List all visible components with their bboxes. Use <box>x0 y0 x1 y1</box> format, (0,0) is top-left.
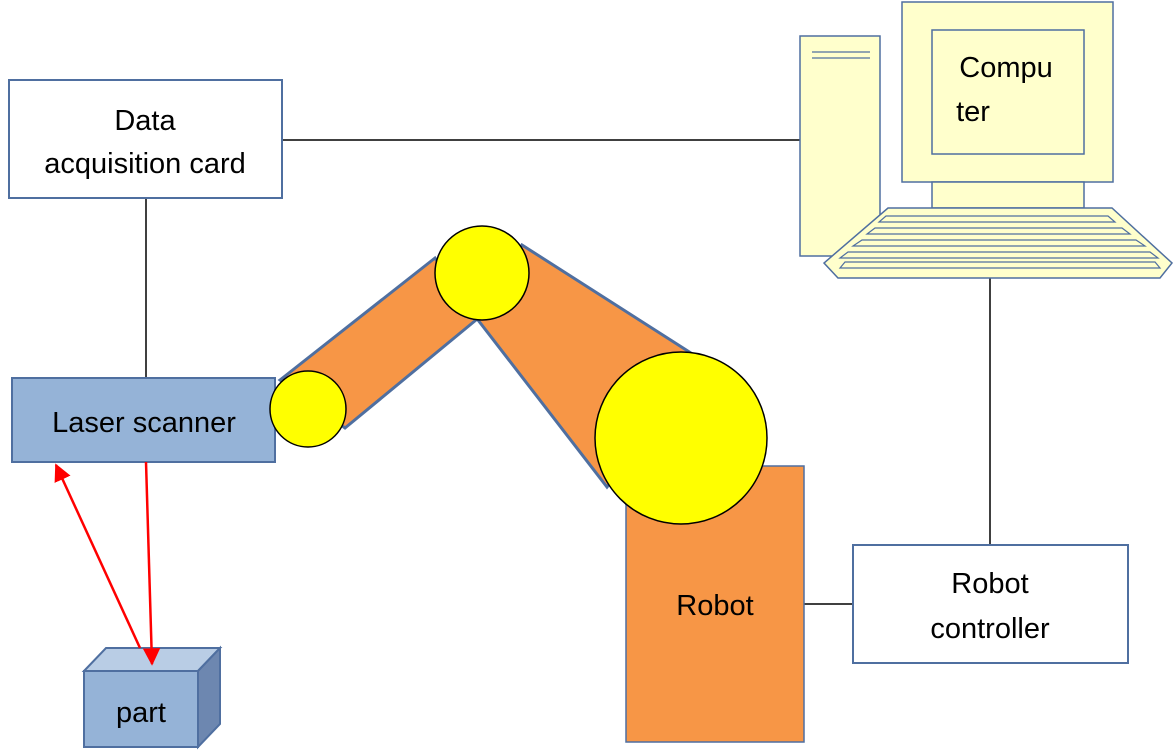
laser-scanner: Laser scanner <box>11 377 276 463</box>
laser-scanner-label: Laser scanner <box>52 407 236 439</box>
robot-shoulder-joint <box>594 351 768 525</box>
laser-beam-emit <box>142 461 161 666</box>
robot-label: Robot <box>676 590 753 622</box>
desktop-computer-icon: Compu ter <box>799 1 1174 279</box>
daq-label-line1: Data <box>114 105 176 137</box>
cube-part-icon: part <box>81 645 223 750</box>
computer-stand <box>931 181 1085 209</box>
daq-label-line2: acquisition card <box>44 148 246 180</box>
part-label: part <box>116 697 166 729</box>
computer-tower <box>799 35 881 257</box>
robot-wrist-joint <box>269 370 347 448</box>
computer-label-line1: Compu <box>959 52 1053 84</box>
robot-controller: Robot controller <box>852 544 1129 664</box>
laser-beam-reflect <box>54 463 142 649</box>
controller-label-line1: Robot <box>951 568 1028 600</box>
computer-label-line2: ter <box>956 96 990 128</box>
controller-label-line2: controller <box>930 613 1050 645</box>
data-acquisition-card: Data acquisition card <box>8 79 283 199</box>
robot-elbow-joint <box>434 225 530 321</box>
computer-screen <box>931 29 1085 155</box>
